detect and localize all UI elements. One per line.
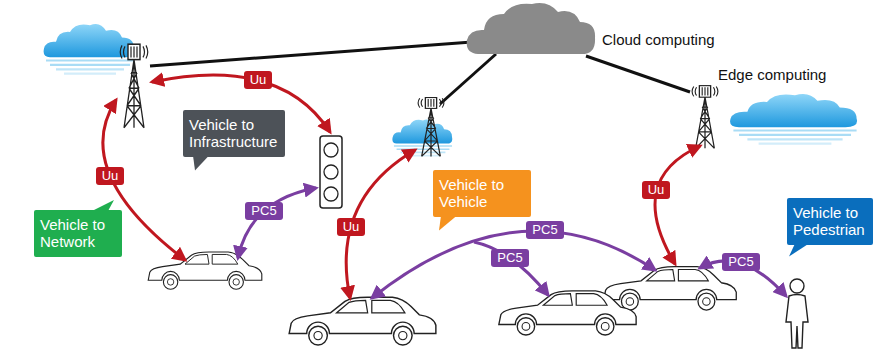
traffic-lamp xyxy=(324,143,338,157)
node-text: PC5 xyxy=(728,254,753,270)
car xyxy=(289,297,436,345)
car xyxy=(499,291,636,335)
cloud-label: Edge computing xyxy=(718,66,826,83)
pedestrian-body xyxy=(786,295,808,349)
node-text: Vehicle to Pedestrian xyxy=(793,204,867,239)
base-station xyxy=(418,98,444,157)
car xyxy=(604,267,737,310)
callout-bubble: Vehicle to Pedestrian xyxy=(787,198,873,245)
cloud-computing-cloud xyxy=(467,3,595,54)
backhaul-line xyxy=(440,54,496,104)
interface-tag: Uu xyxy=(642,181,671,199)
interface-tag: Uu xyxy=(337,218,366,236)
base-station xyxy=(120,44,148,128)
pc5-link xyxy=(238,188,316,258)
car xyxy=(148,252,262,289)
node-text: Vehicle to Network xyxy=(40,216,116,251)
pc5-link xyxy=(474,242,548,295)
node-text: Uu xyxy=(102,168,119,184)
backhaul-line xyxy=(586,56,690,92)
cloud-label: Cloud computing xyxy=(602,31,715,48)
callout-tail xyxy=(193,156,209,171)
interface-tag: Uu xyxy=(96,167,125,185)
node-text: Uu xyxy=(250,72,267,88)
backhaul-line xyxy=(150,42,472,66)
interface-tag: PC5 xyxy=(245,202,282,220)
node-text: PC5 xyxy=(532,222,557,238)
interface-tag: Uu xyxy=(244,71,273,89)
traffic-lamp xyxy=(324,165,338,179)
callout-bubble: Vehicle to Vehicle xyxy=(433,170,531,217)
uu-link xyxy=(655,146,700,264)
pc5-link xyxy=(372,231,655,298)
base-station xyxy=(692,86,718,149)
pedestrian-head xyxy=(790,279,804,293)
traffic-lamp xyxy=(324,187,338,201)
node-text: PC5 xyxy=(251,203,276,219)
edge-cloud xyxy=(730,94,857,144)
callout-bubble: Vehicle to Network xyxy=(34,210,122,257)
callout-bubble: Vehicle to Infrastructure xyxy=(183,110,285,157)
node-text: Uu xyxy=(648,182,665,198)
node-text: Vehicle to Vehicle xyxy=(439,176,525,211)
callout-tails xyxy=(92,156,809,257)
node-text: Vehicle to Infrastructure xyxy=(189,116,279,151)
callout-tail xyxy=(789,244,809,257)
traffic-light xyxy=(320,136,342,208)
interface-tag: PC5 xyxy=(526,221,563,239)
callout-tail xyxy=(439,216,457,231)
node-text: PC5 xyxy=(497,250,522,266)
interface-tag: PC5 xyxy=(491,249,528,267)
node-text: Uu xyxy=(343,219,360,235)
interface-tag: PC5 xyxy=(722,253,759,271)
